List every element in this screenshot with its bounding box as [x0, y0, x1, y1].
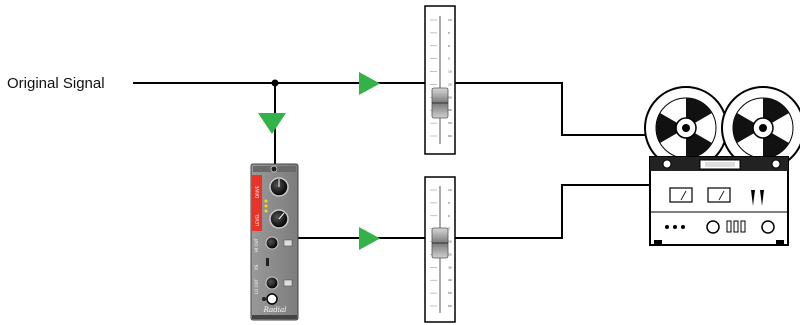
fader-scale-label: 60 — [448, 134, 452, 138]
vu-meter — [707, 187, 731, 203]
lo-out-knob — [265, 276, 279, 290]
fader-scale-label: 0 — [448, 214, 450, 218]
hi-out-knob — [265, 236, 279, 250]
device-jack — [266, 293, 278, 305]
original-signal-label: Original Signal — [7, 75, 105, 92]
signal-lines — [133, 82, 650, 239]
fader2-to-recorder-line — [455, 184, 650, 239]
recorder-knob — [706, 220, 720, 234]
arrow-down-icon — [258, 113, 286, 134]
fader-scale-label: 60 — [448, 304, 452, 308]
fader-scale-label: 50 — [448, 121, 452, 125]
recorder-knob — [761, 220, 775, 234]
fader-scale-label: 10 — [448, 188, 452, 192]
device-side-label: XS — [254, 264, 259, 270]
device-red-panel — [252, 175, 262, 231]
fader-scale-label: 50 — [448, 291, 452, 295]
device-red-label: LEVEL — [255, 213, 260, 226]
fader-scale-label: 40 — [448, 278, 452, 282]
split-junction-dot — [271, 79, 279, 87]
arrow-right-icon — [359, 72, 380, 95]
fader-scale-label: 10 — [448, 18, 452, 22]
radial-module-icon: DRIVE LEVEL HI OUT XS LO OUT Radial — [250, 163, 299, 321]
fader-scale-label: 10 — [448, 70, 452, 74]
tape-recorder-icon — [644, 86, 800, 246]
device-brand: Radial — [263, 306, 287, 314]
fader-scale-label: 10 — [448, 240, 452, 244]
device-red-label: DRIVE — [255, 185, 260, 198]
fader1-to-recorder-line — [455, 82, 650, 136]
fader-scale-label: 30 — [448, 95, 452, 99]
fader-scale-label: 20 — [448, 82, 452, 86]
fader-scale-label: 5 — [448, 57, 450, 61]
device-side-label: LO OUT — [254, 278, 259, 294]
arrow-right-icon — [359, 227, 380, 250]
fader-track — [439, 16, 441, 144]
fader-scale-label: 5 — [448, 227, 450, 231]
fader-scale-label: 0 — [448, 44, 450, 48]
fader-scale-label: 20 — [448, 252, 452, 256]
fader-scale-label: 5 — [448, 31, 450, 35]
fader-scale-label: 5 — [448, 201, 450, 205]
device-side-label: HI OUT — [254, 237, 259, 252]
vu-meter — [669, 187, 693, 203]
fader-scale-label: 40 — [448, 108, 452, 112]
fader-scale-label: 30 — [448, 265, 452, 269]
